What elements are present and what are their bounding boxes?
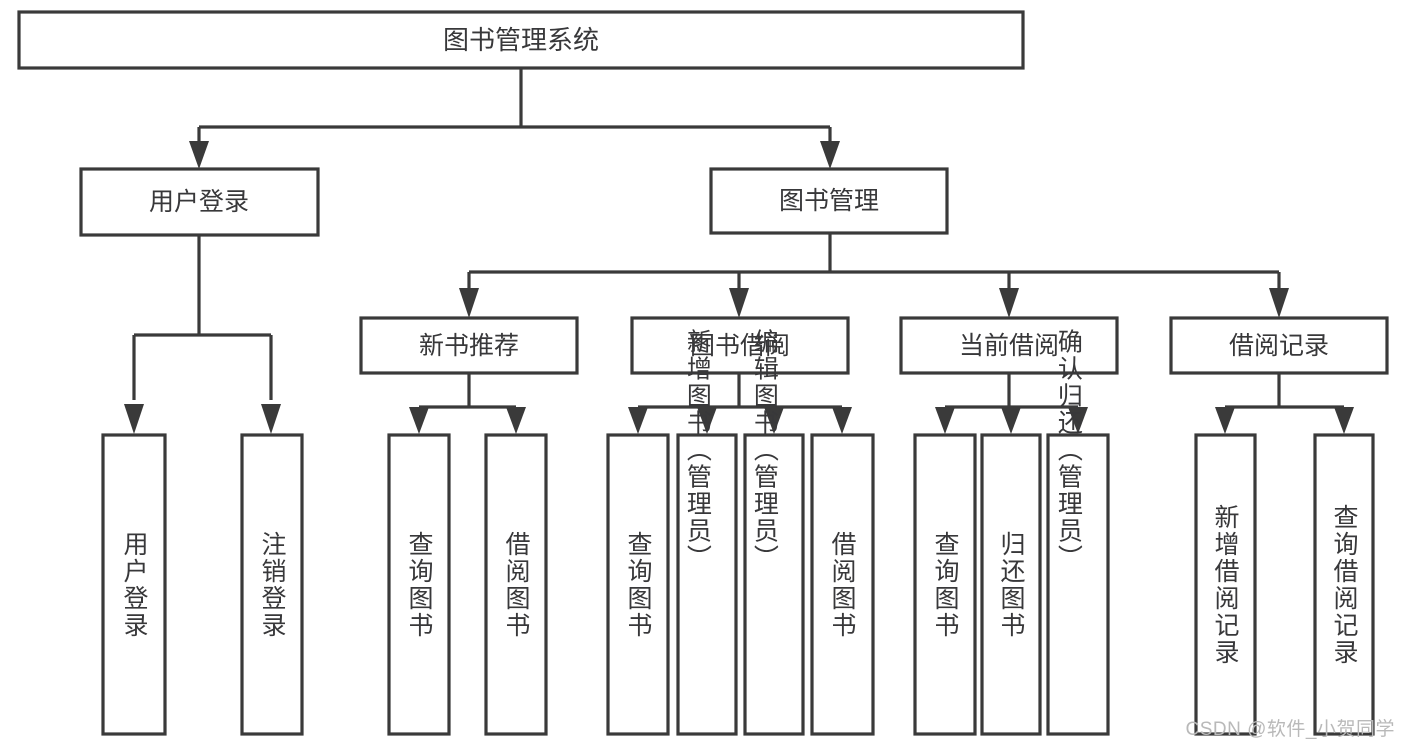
leaf-new-book-2-label: 借阅图书	[502, 531, 531, 639]
node-user-login[interactable]: 用户登录	[79, 167, 320, 237]
leaf-user-login-2-label: 注销登录	[258, 531, 287, 639]
arrow-user-login-leaf-1	[124, 404, 144, 434]
arrow-new-book-leaf-1	[409, 407, 429, 434]
node-book-manage-label: 图书管理	[779, 187, 879, 215]
node-root-label: 图书管理系统	[443, 25, 599, 55]
leaf-current-borrow-3[interactable]: 确认归还（管理员）	[1046, 329, 1110, 736]
arrow-to-borrow-record	[1269, 288, 1289, 318]
leaf-book-borrow-1[interactable]: 查询图书	[606, 433, 670, 736]
node-book-borrow-label: 图书借阅	[690, 332, 790, 360]
arrow-to-new-book	[459, 288, 479, 318]
leaf-user-login-2[interactable]: 注销登录	[240, 433, 304, 736]
node-current-borrow-label: 当前借阅	[959, 332, 1059, 360]
leaf-book-borrow-4-label: 借阅图书	[828, 531, 857, 639]
leaf-new-book-2[interactable]: 借阅图书	[484, 433, 548, 736]
arrow-to-user-login	[189, 141, 209, 169]
arrow-borrow-record-leaf-1	[1215, 407, 1235, 434]
node-borrow-record[interactable]: 借阅记录	[1169, 316, 1389, 375]
leaf-borrow-record-1-label: 新增借阅记录	[1211, 504, 1240, 666]
leaf-book-borrow-2-label: 新增图书（管理员）	[683, 329, 712, 572]
leaf-current-borrow-2-label: 归还图书	[997, 531, 1026, 639]
node-borrow-record-label: 借阅记录	[1229, 332, 1329, 360]
leaf-book-borrow-3-label: 编辑图书（管理员）	[750, 329, 779, 572]
arrow-book-borrow-leaf-3	[764, 407, 784, 434]
node-current-borrow[interactable]: 当前借阅	[899, 316, 1119, 375]
leaf-new-book-1-label: 查询图书	[405, 531, 434, 639]
leaf-borrow-record-2-label: 查询借阅记录	[1330, 504, 1359, 666]
leaf-borrow-record-1[interactable]: 新增借阅记录	[1194, 433, 1257, 736]
node-root[interactable]: 图书管理系统	[17, 10, 1025, 70]
arrow-current-borrow-leaf-3	[1068, 407, 1088, 434]
node-user-login-label: 用户登录	[149, 188, 249, 216]
arrow-to-book-manage	[820, 141, 840, 169]
leaf-current-borrow-3-label: 确认归还（管理员）	[1054, 329, 1083, 572]
csdn-watermark: CSDN @软件_小贺同学	[1185, 719, 1395, 740]
leaf-user-login-1-label: 用户登录	[120, 531, 149, 639]
arrow-new-book-leaf-2	[506, 407, 526, 434]
leaf-book-borrow-1-label: 查询图书	[624, 531, 653, 639]
arrow-borrow-record-leaf-2	[1334, 407, 1354, 434]
arrow-book-borrow-leaf-2	[697, 407, 717, 434]
node-new-book-recommend[interactable]: 新书推荐	[359, 316, 579, 375]
leaf-borrow-record-2[interactable]: 查询借阅记录	[1313, 433, 1375, 736]
leaf-user-login-1[interactable]: 用户登录	[101, 433, 167, 736]
leaf-current-borrow-1[interactable]: 查询图书	[913, 433, 977, 736]
arrow-user-login-leaf-2	[261, 404, 281, 434]
arrow-current-borrow-leaf-1	[935, 407, 955, 434]
arrow-to-book-borrow	[729, 288, 749, 318]
connector-layer	[124, 68, 1354, 434]
leaf-current-borrow-1-label: 查询图书	[931, 531, 960, 639]
node-book-borrow[interactable]: 图书借阅	[630, 316, 850, 375]
leaf-current-borrow-2[interactable]: 归还图书	[980, 433, 1042, 736]
arrow-book-borrow-leaf-4	[832, 407, 852, 434]
node-new-book-recommend-label: 新书推荐	[419, 332, 519, 360]
leaf-book-borrow-2[interactable]: 新增图书（管理员）	[676, 329, 738, 736]
node-book-manage[interactable]: 图书管理	[709, 167, 949, 235]
arrow-to-current-borrow	[999, 288, 1019, 318]
leaf-book-borrow-4[interactable]: 借阅图书	[810, 433, 875, 736]
arrow-book-borrow-leaf-1	[628, 407, 648, 434]
leaf-book-borrow-3[interactable]: 编辑图书（管理员）	[743, 329, 805, 736]
arrow-current-borrow-leaf-2	[1001, 407, 1021, 434]
leaf-new-book-1[interactable]: 查询图书	[387, 433, 451, 736]
